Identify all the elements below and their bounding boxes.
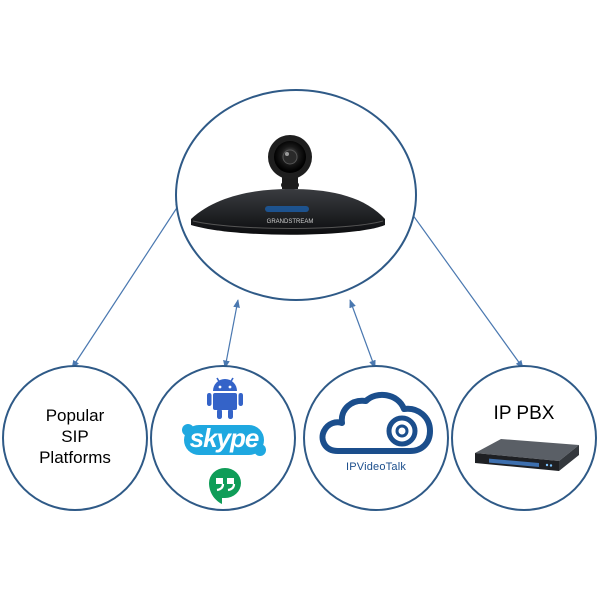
ipvideotalk-node: IPVideoTalk (303, 365, 449, 511)
ipvideotalk-label: IPVideoTalk (345, 461, 407, 473)
cloud-icon (319, 391, 433, 454)
connector-apps (223, 299, 240, 369)
sip-platforms-label: Popular SIP Platforms (4, 405, 146, 468)
hangouts-icon (209, 468, 241, 504)
sip-line-2: SIP (61, 427, 89, 446)
apps-node: skype (150, 365, 296, 511)
pbx-device-icon (475, 439, 579, 471)
center-node: GRANDSTREAM (175, 89, 417, 301)
device-brand-label: GRANDSTREAM (267, 219, 314, 225)
connector-pbx (401, 199, 524, 369)
android-icon (207, 377, 243, 419)
connector-ipvt (349, 299, 376, 369)
video-conference-device-icon: GRANDSTREAM (191, 135, 385, 235)
ip-pbx-node: IP PBX (451, 365, 597, 511)
skype-icon (182, 424, 266, 456)
skype-label: skype (189, 423, 260, 453)
connector-sip (71, 199, 183, 369)
ip-pbx-label: IP PBX (493, 403, 555, 424)
sip-line-1: Popular (45, 406, 105, 425)
sip-line-3: Platforms (39, 448, 111, 467)
sip-platforms-node: Popular SIP Platforms (2, 365, 148, 511)
